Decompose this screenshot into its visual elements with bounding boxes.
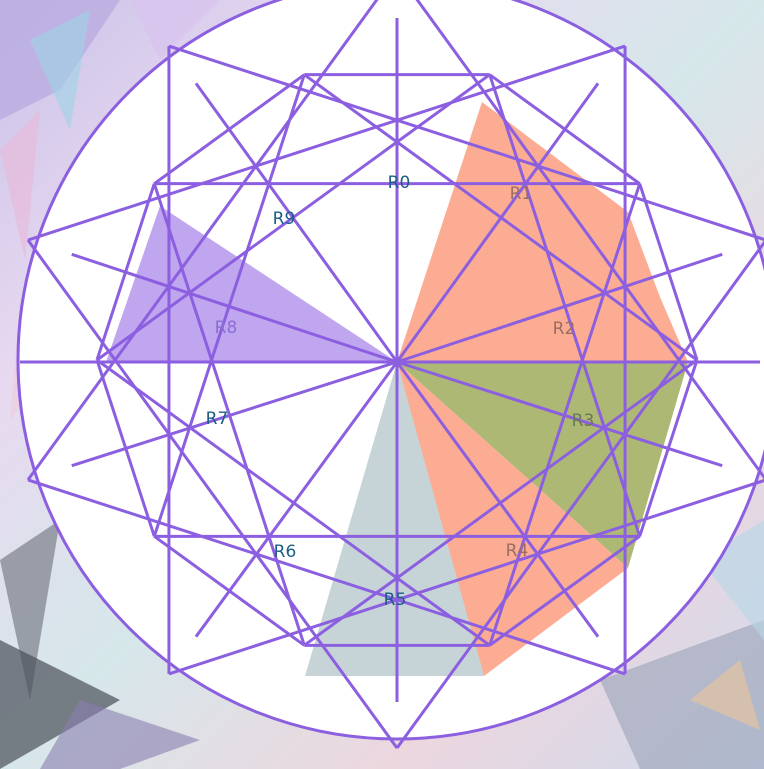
- region-label-r6: R6: [274, 542, 297, 562]
- region-label-r1: R1: [510, 184, 533, 204]
- region-label-r5: R5: [384, 590, 407, 610]
- region-label-r0: R0: [388, 173, 411, 193]
- region-label-r9: R9: [273, 209, 296, 229]
- region-label-r4: R4: [506, 541, 529, 561]
- region-label-r2: R2: [553, 319, 576, 339]
- region-label-r3: R3: [572, 411, 595, 431]
- region-label-r8: R8: [215, 318, 238, 338]
- region-label-r7: R7: [206, 409, 229, 429]
